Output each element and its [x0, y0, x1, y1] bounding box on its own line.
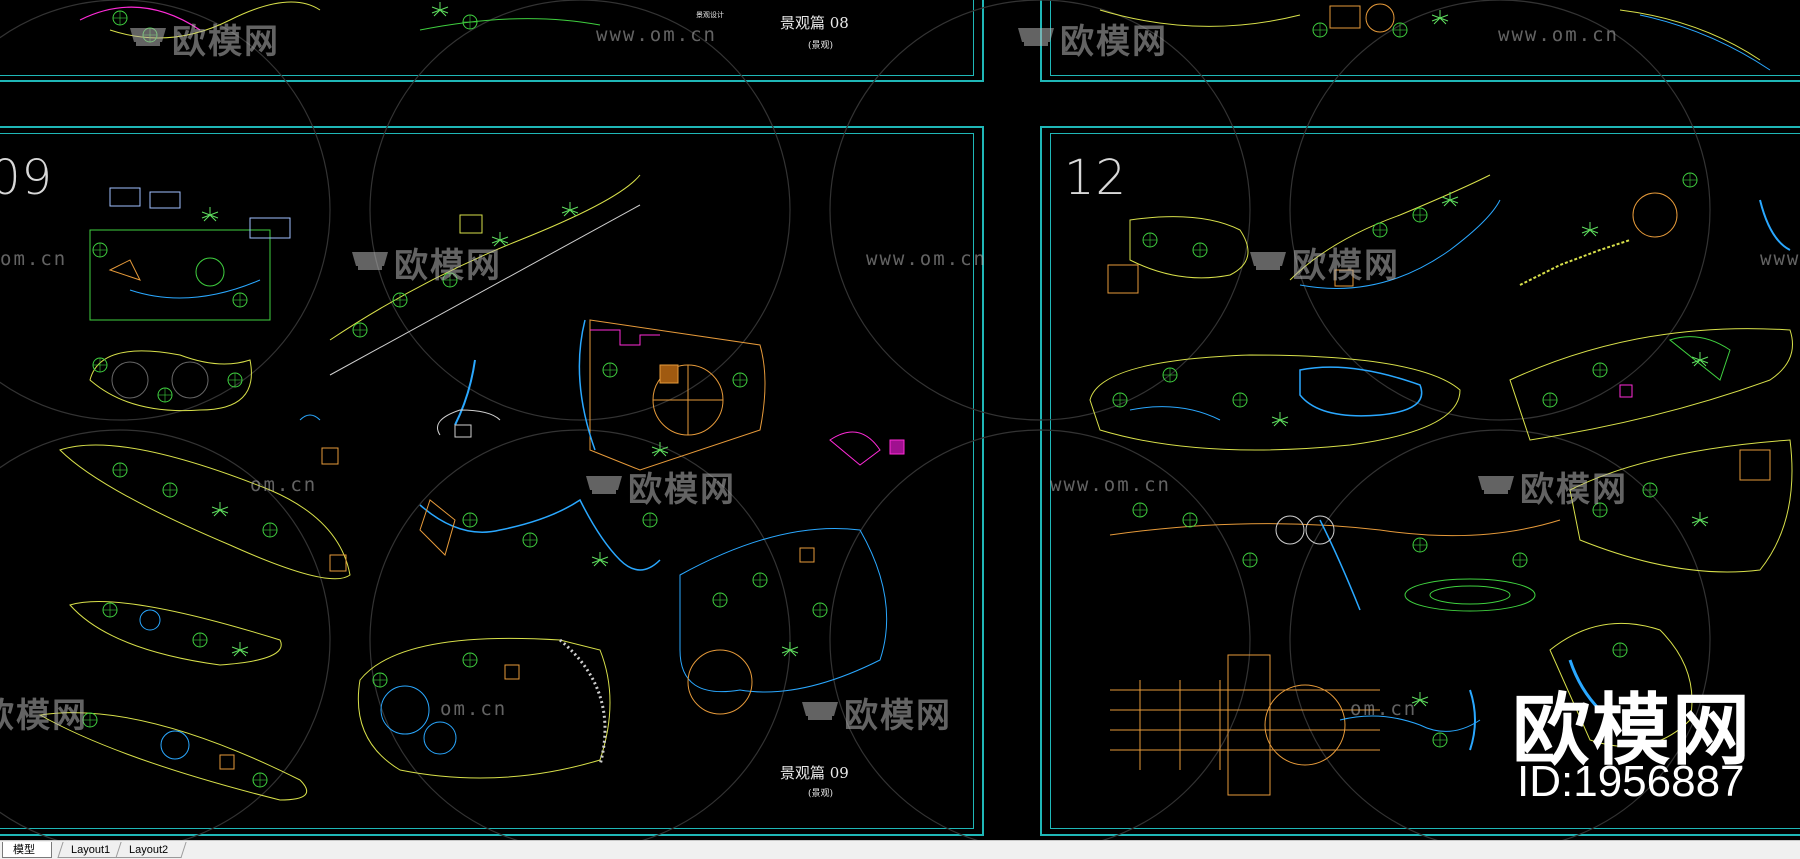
plan-diagonal-road — [329, 174, 641, 376]
tab-layout2-label: Layout2 — [129, 844, 169, 856]
watermark-url-7: www.om.cn — [1050, 474, 1171, 496]
layout-tab-bar: 模型 Layout1 Layout2 — [0, 840, 1800, 859]
watermark-url-9: om.cn — [1350, 698, 1418, 720]
sheet-frame-12 — [1040, 126, 1800, 836]
cad-drawing-layer — [0, 0, 1793, 840]
tab-layout1-label: Layout1 — [71, 844, 111, 856]
plan-long-strip — [59, 444, 351, 580]
plan-12-bottom-grid — [1110, 654, 1481, 796]
tab-model-label: 模型 — [13, 844, 35, 856]
watermark-brand-2: 欧模网 — [1060, 22, 1168, 62]
sheet-title-08: 景观篇 08 — [780, 14, 849, 32]
plan-stream — [419, 498, 661, 571]
watermark-brand-1: 欧模网 — [172, 22, 280, 62]
watermark-brand-4: 欧模网 — [1292, 246, 1400, 286]
sheet-title-09: 景观篇 09 — [780, 764, 849, 782]
watermark-url-1: www.om.cn — [596, 24, 717, 46]
plan-12-bottom-right-circle — [1549, 622, 1693, 748]
watermark-logo-icon — [586, 476, 622, 494]
plan-small-pieces — [299, 359, 501, 465]
sheet-small-label-08: 景观设计 — [696, 11, 724, 19]
watermark-url-2: www.om.cn — [1498, 24, 1619, 46]
model-space-canvas[interactable]: 09 12 景观篇 08 (景观) 景观设计 景观篇 09 (景观) 欧模网 欧… — [0, 0, 1800, 840]
watermark-logo-icon — [130, 28, 166, 46]
watermark-logo-icon — [1250, 252, 1286, 270]
plan-12-top-left — [1107, 216, 1249, 294]
sheet-subtitle-08: (景观) — [808, 41, 834, 51]
sheet-number-09: 09 — [0, 150, 54, 206]
plan-12-lake-oval — [1089, 354, 1461, 451]
plan-12-right-block — [1509, 328, 1793, 441]
sheet-subtitle-09: (景观) — [808, 789, 834, 799]
plan-bottom-strip — [38, 712, 308, 801]
plan-12-top-curve — [1289, 174, 1501, 289]
sheet-frame-top-left — [0, 0, 984, 82]
watermark-url-3: om.cn — [0, 248, 68, 270]
watermark-url-5: www.om.cn — [1760, 248, 1800, 270]
watermark-brand-5: 欧模网 — [628, 470, 736, 510]
watermark-url-6: om.cn — [250, 474, 318, 496]
watermark-url-8: om.cn — [440, 698, 508, 720]
sheet-inner-frame-top-left — [0, 0, 974, 76]
plan-curved-building — [357, 637, 611, 779]
plan-magenta-feature — [829, 431, 905, 466]
plan-12-top-right — [1519, 172, 1791, 286]
plan-12-right-lower — [1569, 439, 1793, 573]
watermark-brand-6: 欧模网 — [1520, 470, 1628, 510]
tab-model[interactable]: 模型 — [2, 842, 52, 858]
tab-layout2[interactable]: Layout2 — [115, 842, 187, 858]
watermark-logo-icon — [1018, 28, 1054, 46]
watermark-brand-3: 欧模网 — [394, 246, 502, 286]
plan-waterfront — [679, 527, 888, 715]
plan-oval-garden — [89, 350, 252, 412]
watermark-url-4: www.om.cn — [866, 248, 987, 270]
watermark-big-brand: 欧模网 — [1512, 686, 1753, 776]
plan-residential-block — [89, 187, 291, 321]
plan-center-plaza — [578, 319, 766, 471]
watermark-brand-8: 欧模网 — [844, 696, 952, 736]
sheet-inner-frame-12 — [1050, 133, 1800, 829]
watermark-id: ID:1956887 — [1517, 757, 1745, 806]
sheet-frame-09 — [0, 126, 984, 836]
watermark-logo-icon — [1478, 476, 1514, 494]
sheet-number-12: 12 — [1064, 150, 1128, 206]
watermark-logo-icon — [802, 702, 838, 720]
plan-small-strip — [69, 601, 282, 666]
watermark-logo-icon — [352, 252, 388, 270]
watermark-brand-7: 欧模网 — [0, 696, 88, 736]
plan-12-river-strip — [1109, 502, 1561, 612]
